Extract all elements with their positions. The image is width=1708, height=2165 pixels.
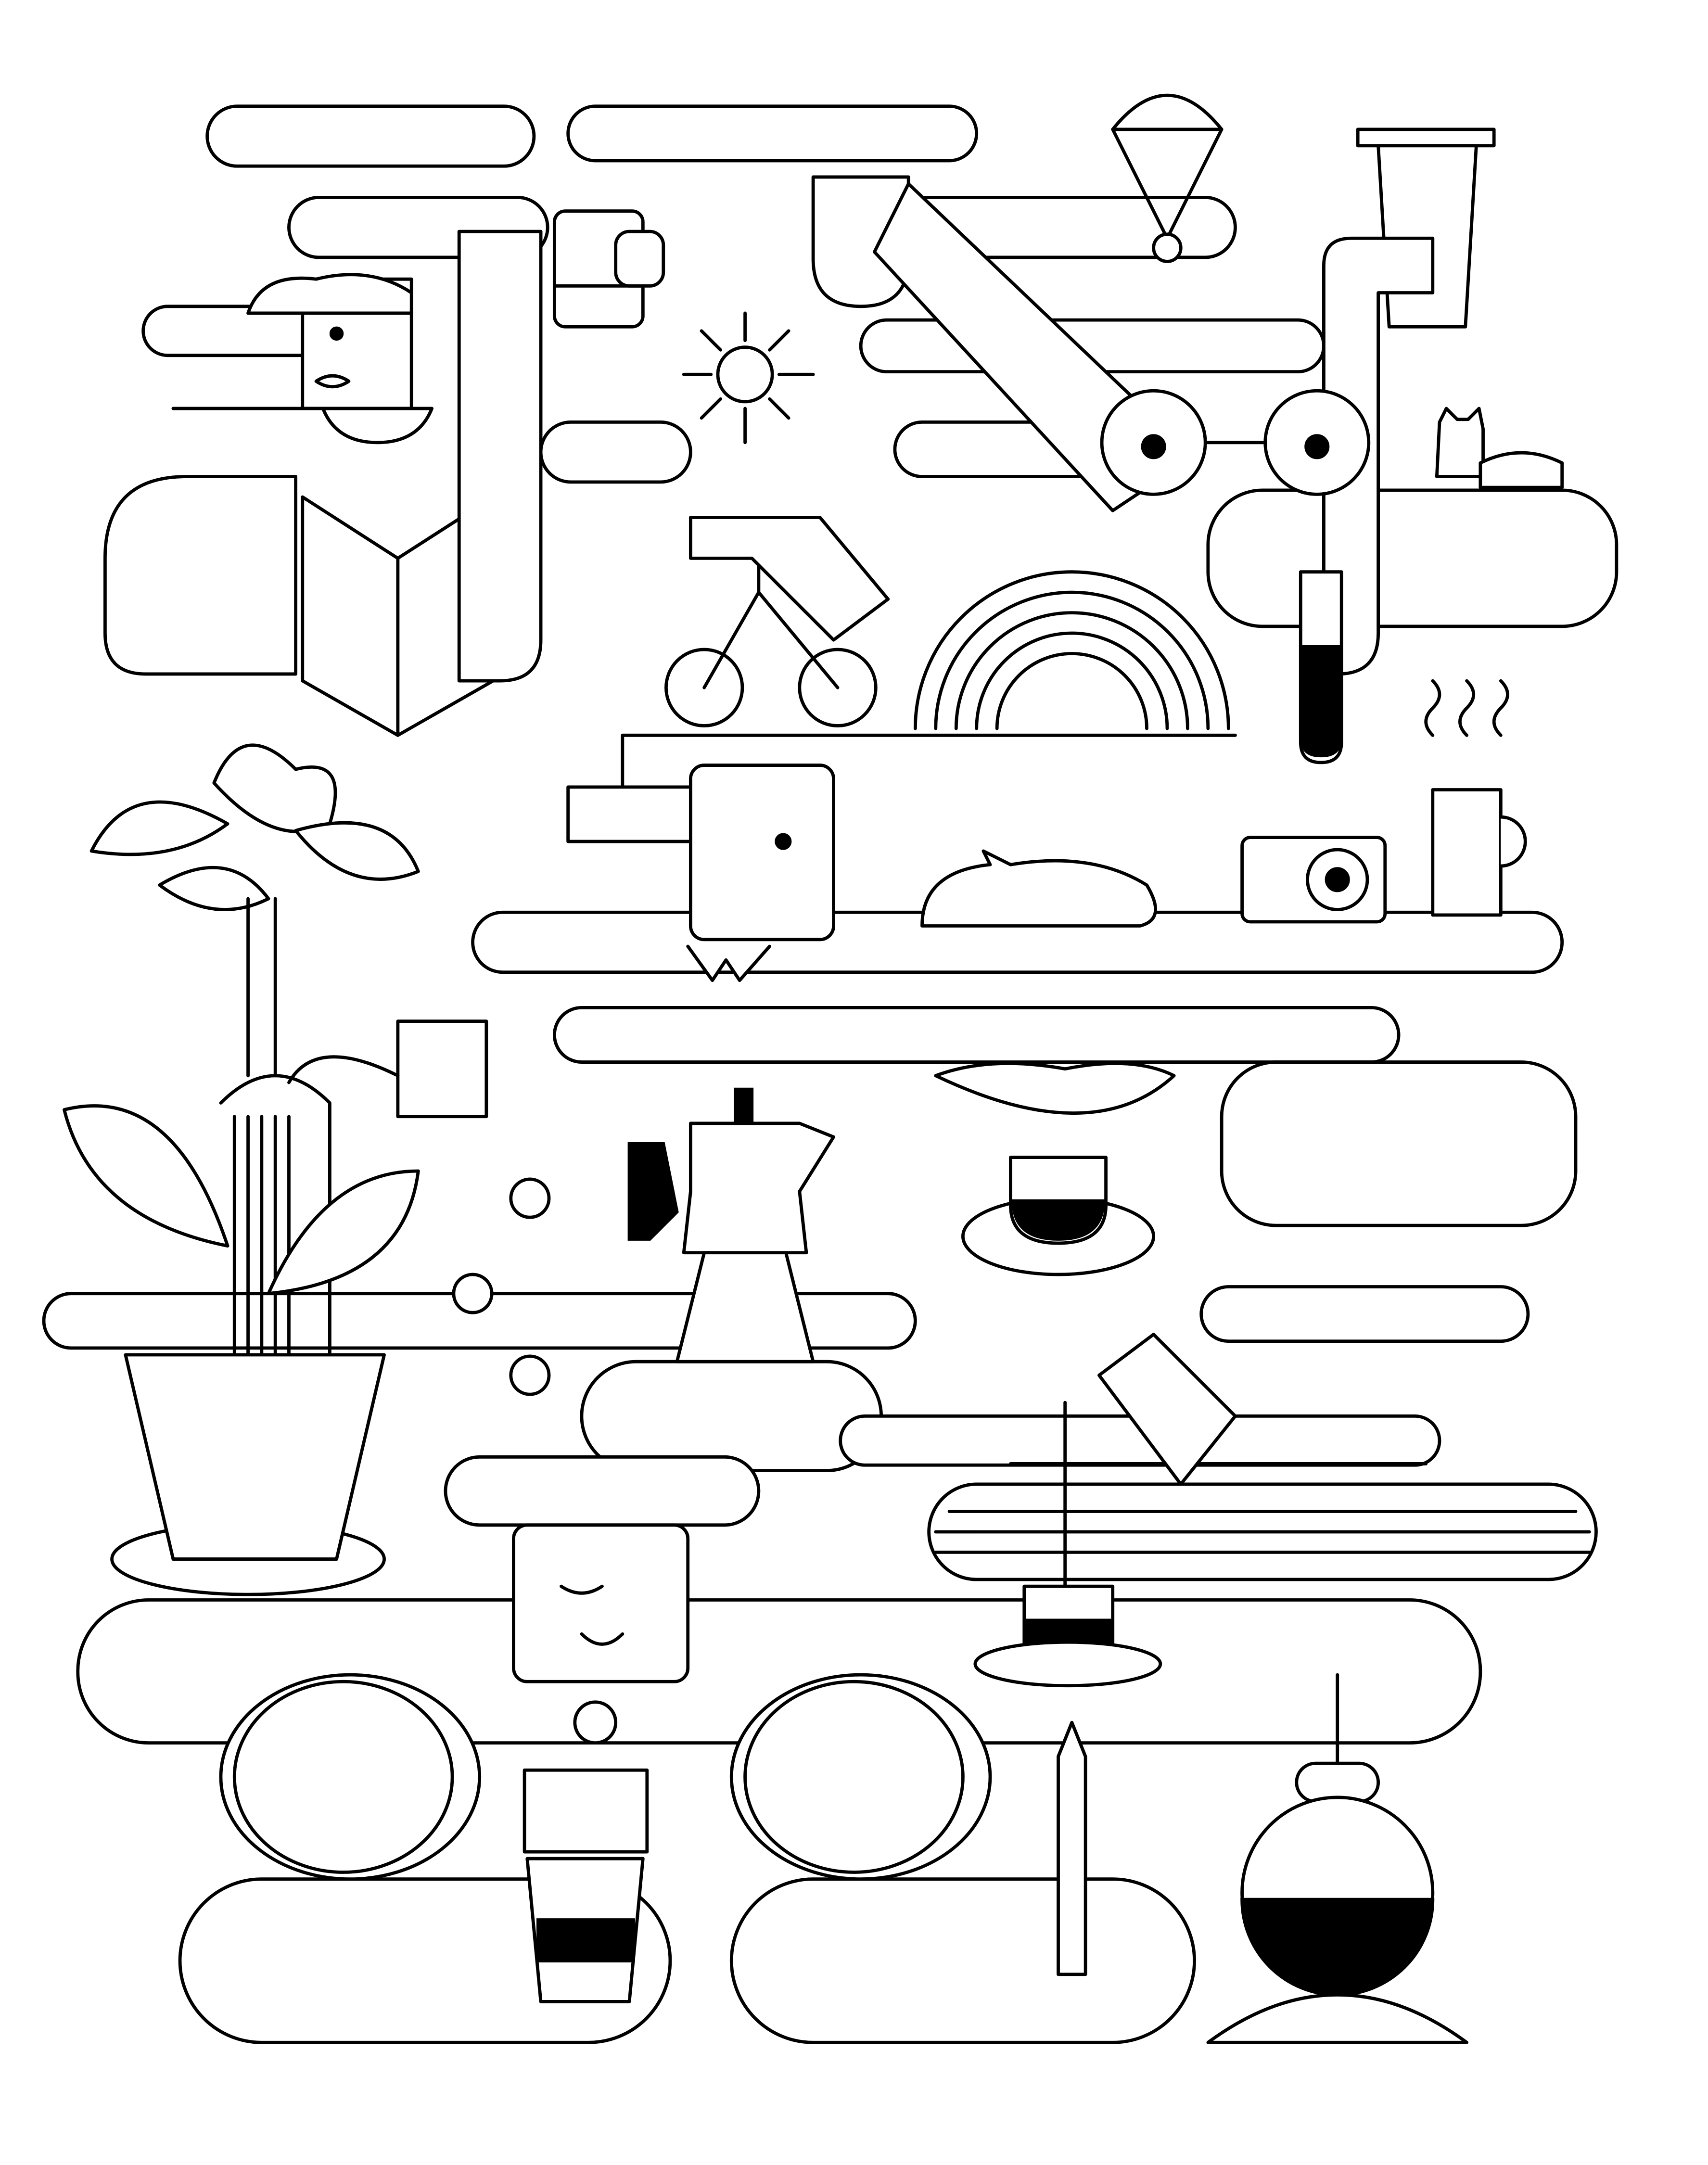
test-tube	[1299, 570, 1343, 764]
stripes	[934, 1462, 1591, 1554]
steaming-mug	[1424, 679, 1527, 917]
takeaway-cup	[1322, 127, 1496, 676]
siphon-flask	[1206, 1673, 1468, 2044]
man-head	[566, 733, 1237, 982]
bubbles	[452, 1177, 551, 1396]
discs	[219, 1673, 992, 1881]
sun-icon	[682, 311, 815, 445]
milk-carton	[973, 1333, 1237, 1688]
flower-pot	[110, 1353, 386, 1596]
drip-filter-glass	[523, 1768, 649, 2003]
camera-icon	[1240, 836, 1387, 924]
cat-sitting	[1435, 407, 1564, 489]
parachute	[1111, 93, 1224, 263]
plant-leaves	[63, 1104, 420, 1296]
moka-pot	[627, 1087, 835, 1363]
bicycle	[664, 516, 890, 727]
rainbow	[913, 570, 1230, 730]
woman-reading-book	[103, 229, 543, 737]
flower	[89, 743, 420, 1078]
kettle	[219, 1019, 488, 1377]
espresso-cup	[961, 1156, 1156, 1276]
glasses	[1100, 389, 1371, 496]
cat-sleeping	[920, 849, 1158, 928]
pencil	[1057, 1720, 1087, 1976]
sleeping-face	[512, 1523, 690, 1745]
lips	[934, 1061, 1176, 1115]
coffee-cup-held	[552, 209, 665, 329]
